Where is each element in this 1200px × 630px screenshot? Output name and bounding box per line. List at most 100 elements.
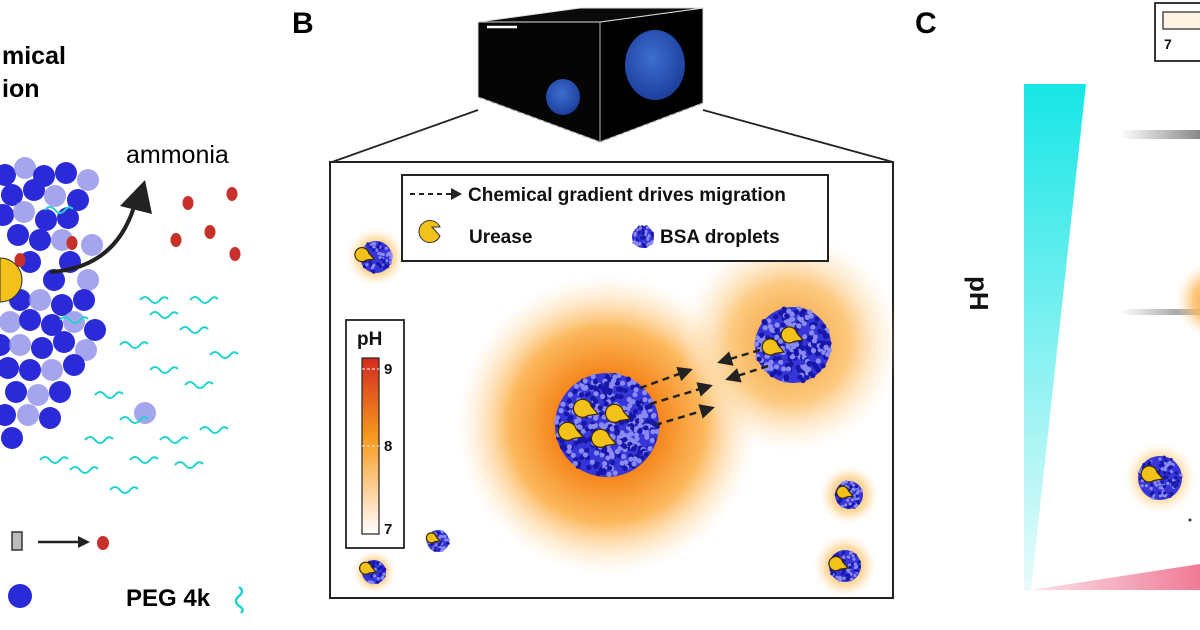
bsa-droplet bbox=[31, 337, 53, 359]
ammonia-molecule bbox=[229, 247, 241, 261]
bsa-droplet bbox=[19, 309, 41, 331]
bsa-droplet bbox=[23, 179, 45, 201]
panel-a-title-line1: mical bbox=[2, 42, 66, 70]
bsa-droplet bbox=[0, 404, 16, 426]
legend-arrow-head-icon bbox=[78, 536, 90, 548]
peg-chain bbox=[149, 366, 179, 374]
peg-chain bbox=[149, 311, 179, 319]
bsa-droplet bbox=[828, 550, 862, 582]
peg-chain bbox=[69, 466, 99, 474]
panel-b-label: B bbox=[292, 7, 314, 40]
peg-chain bbox=[159, 436, 189, 444]
bsa-droplet bbox=[632, 225, 654, 248]
ph-colorbar-title: pH bbox=[357, 329, 382, 350]
ammonia-legend-icon bbox=[97, 536, 109, 550]
bsa-droplet bbox=[73, 289, 95, 311]
urease-icon bbox=[572, 398, 600, 418]
bsa-droplet bbox=[29, 289, 51, 311]
peg-legend-label: PEG 4k bbox=[126, 585, 211, 612]
confocal-volume bbox=[477, 7, 704, 143]
urease-icon bbox=[836, 485, 855, 499]
bsa-droplet bbox=[19, 359, 41, 381]
peg-chain bbox=[184, 381, 214, 389]
bsa-droplet bbox=[53, 331, 75, 353]
ph-tick-7: 7 bbox=[384, 521, 392, 538]
urease-icon bbox=[425, 532, 442, 544]
bsa-droplet bbox=[0, 311, 21, 333]
peg-chains bbox=[39, 206, 239, 494]
bsa-droplet bbox=[27, 384, 49, 406]
bsa-droplet bbox=[51, 294, 73, 316]
droplet-sphere-small bbox=[546, 79, 580, 115]
bsa-droplet bbox=[359, 560, 387, 585]
projection-line-right bbox=[702, 109, 894, 163]
bsa-droplet bbox=[39, 407, 61, 429]
peg-chain bbox=[139, 296, 169, 304]
ammonia-molecule bbox=[14, 253, 26, 267]
bsa-droplet bbox=[49, 381, 71, 403]
bsa-droplet bbox=[13, 201, 35, 223]
urease-icon bbox=[1140, 465, 1165, 483]
peg-chain bbox=[39, 456, 69, 464]
bsa-droplet bbox=[553, 372, 661, 477]
bsa-droplet bbox=[0, 357, 19, 379]
urea-icon bbox=[11, 531, 23, 551]
droplet-sphere-large bbox=[625, 30, 685, 100]
ammonia-molecule bbox=[182, 196, 194, 210]
bsa-droplet bbox=[1, 184, 23, 206]
bsa-droplet bbox=[67, 189, 89, 211]
bsa-droplets bbox=[354, 241, 863, 585]
bsa-droplet bbox=[134, 402, 156, 424]
grey-level-bar-mid bbox=[1120, 309, 1200, 315]
bsa-droplet bbox=[55, 162, 77, 184]
urease-icon bbox=[0, 257, 23, 303]
panel-b-legend: Chemical gradient drives migration Ureas… bbox=[401, 174, 829, 262]
urease-icon bbox=[780, 326, 805, 344]
peg-chain bbox=[209, 351, 239, 359]
panel-a: mical ion ammonia PEG 4k bbox=[0, 42, 244, 614]
bsa-droplet bbox=[29, 229, 51, 251]
panel-c-halo-top bbox=[1175, 262, 1200, 338]
cyan-ph-wedge bbox=[1024, 84, 1086, 590]
bsa-droplet bbox=[77, 169, 99, 191]
projection-line-left bbox=[331, 109, 479, 163]
bsa-droplet bbox=[81, 234, 103, 256]
bsa-droplet bbox=[0, 204, 14, 226]
ph-tick-8: 8 bbox=[384, 438, 392, 455]
bsa-droplet bbox=[14, 157, 36, 179]
bsa-droplet bbox=[1138, 455, 1183, 500]
panel-c: C 7 pH bbox=[915, 2, 1200, 590]
bsa-droplet bbox=[834, 480, 863, 509]
peg-chain bbox=[189, 296, 219, 304]
bsa-droplet bbox=[43, 269, 65, 291]
ph-colorbar: pH 9 8 7 bbox=[345, 319, 405, 549]
ammonia-molecule bbox=[66, 236, 78, 250]
bsa-droplet bbox=[0, 334, 11, 356]
bsa-droplet bbox=[41, 359, 63, 381]
urease-icon bbox=[359, 561, 378, 575]
bsa-droplet-cluster bbox=[0, 157, 156, 449]
peg-chain bbox=[44, 206, 74, 214]
peg-chain bbox=[179, 326, 209, 334]
urease-icon bbox=[761, 338, 786, 356]
bsa-droplet bbox=[17, 404, 39, 426]
urease-icon bbox=[557, 421, 585, 441]
ammonia-molecules bbox=[14, 187, 241, 267]
bsa-droplet bbox=[425, 530, 450, 553]
peg-legend-icon bbox=[234, 585, 244, 614]
peg-chain bbox=[174, 461, 204, 469]
legend-arrow-head-icon bbox=[451, 188, 462, 200]
panel-b: B bbox=[292, 7, 900, 599]
grey-level-bar-top bbox=[1120, 130, 1200, 139]
urease-icon bbox=[604, 403, 632, 423]
urease-legend-icon bbox=[418, 220, 441, 243]
pink-ph-wedge bbox=[1031, 564, 1200, 590]
ammonia-molecule bbox=[170, 233, 182, 247]
ammonia-molecule bbox=[226, 187, 238, 201]
inset-tick-7: 7 bbox=[1164, 36, 1172, 52]
bsa-droplet bbox=[7, 224, 29, 246]
peg-chain bbox=[199, 426, 229, 434]
peg-chain bbox=[109, 486, 139, 494]
urease-icon bbox=[828, 556, 850, 572]
